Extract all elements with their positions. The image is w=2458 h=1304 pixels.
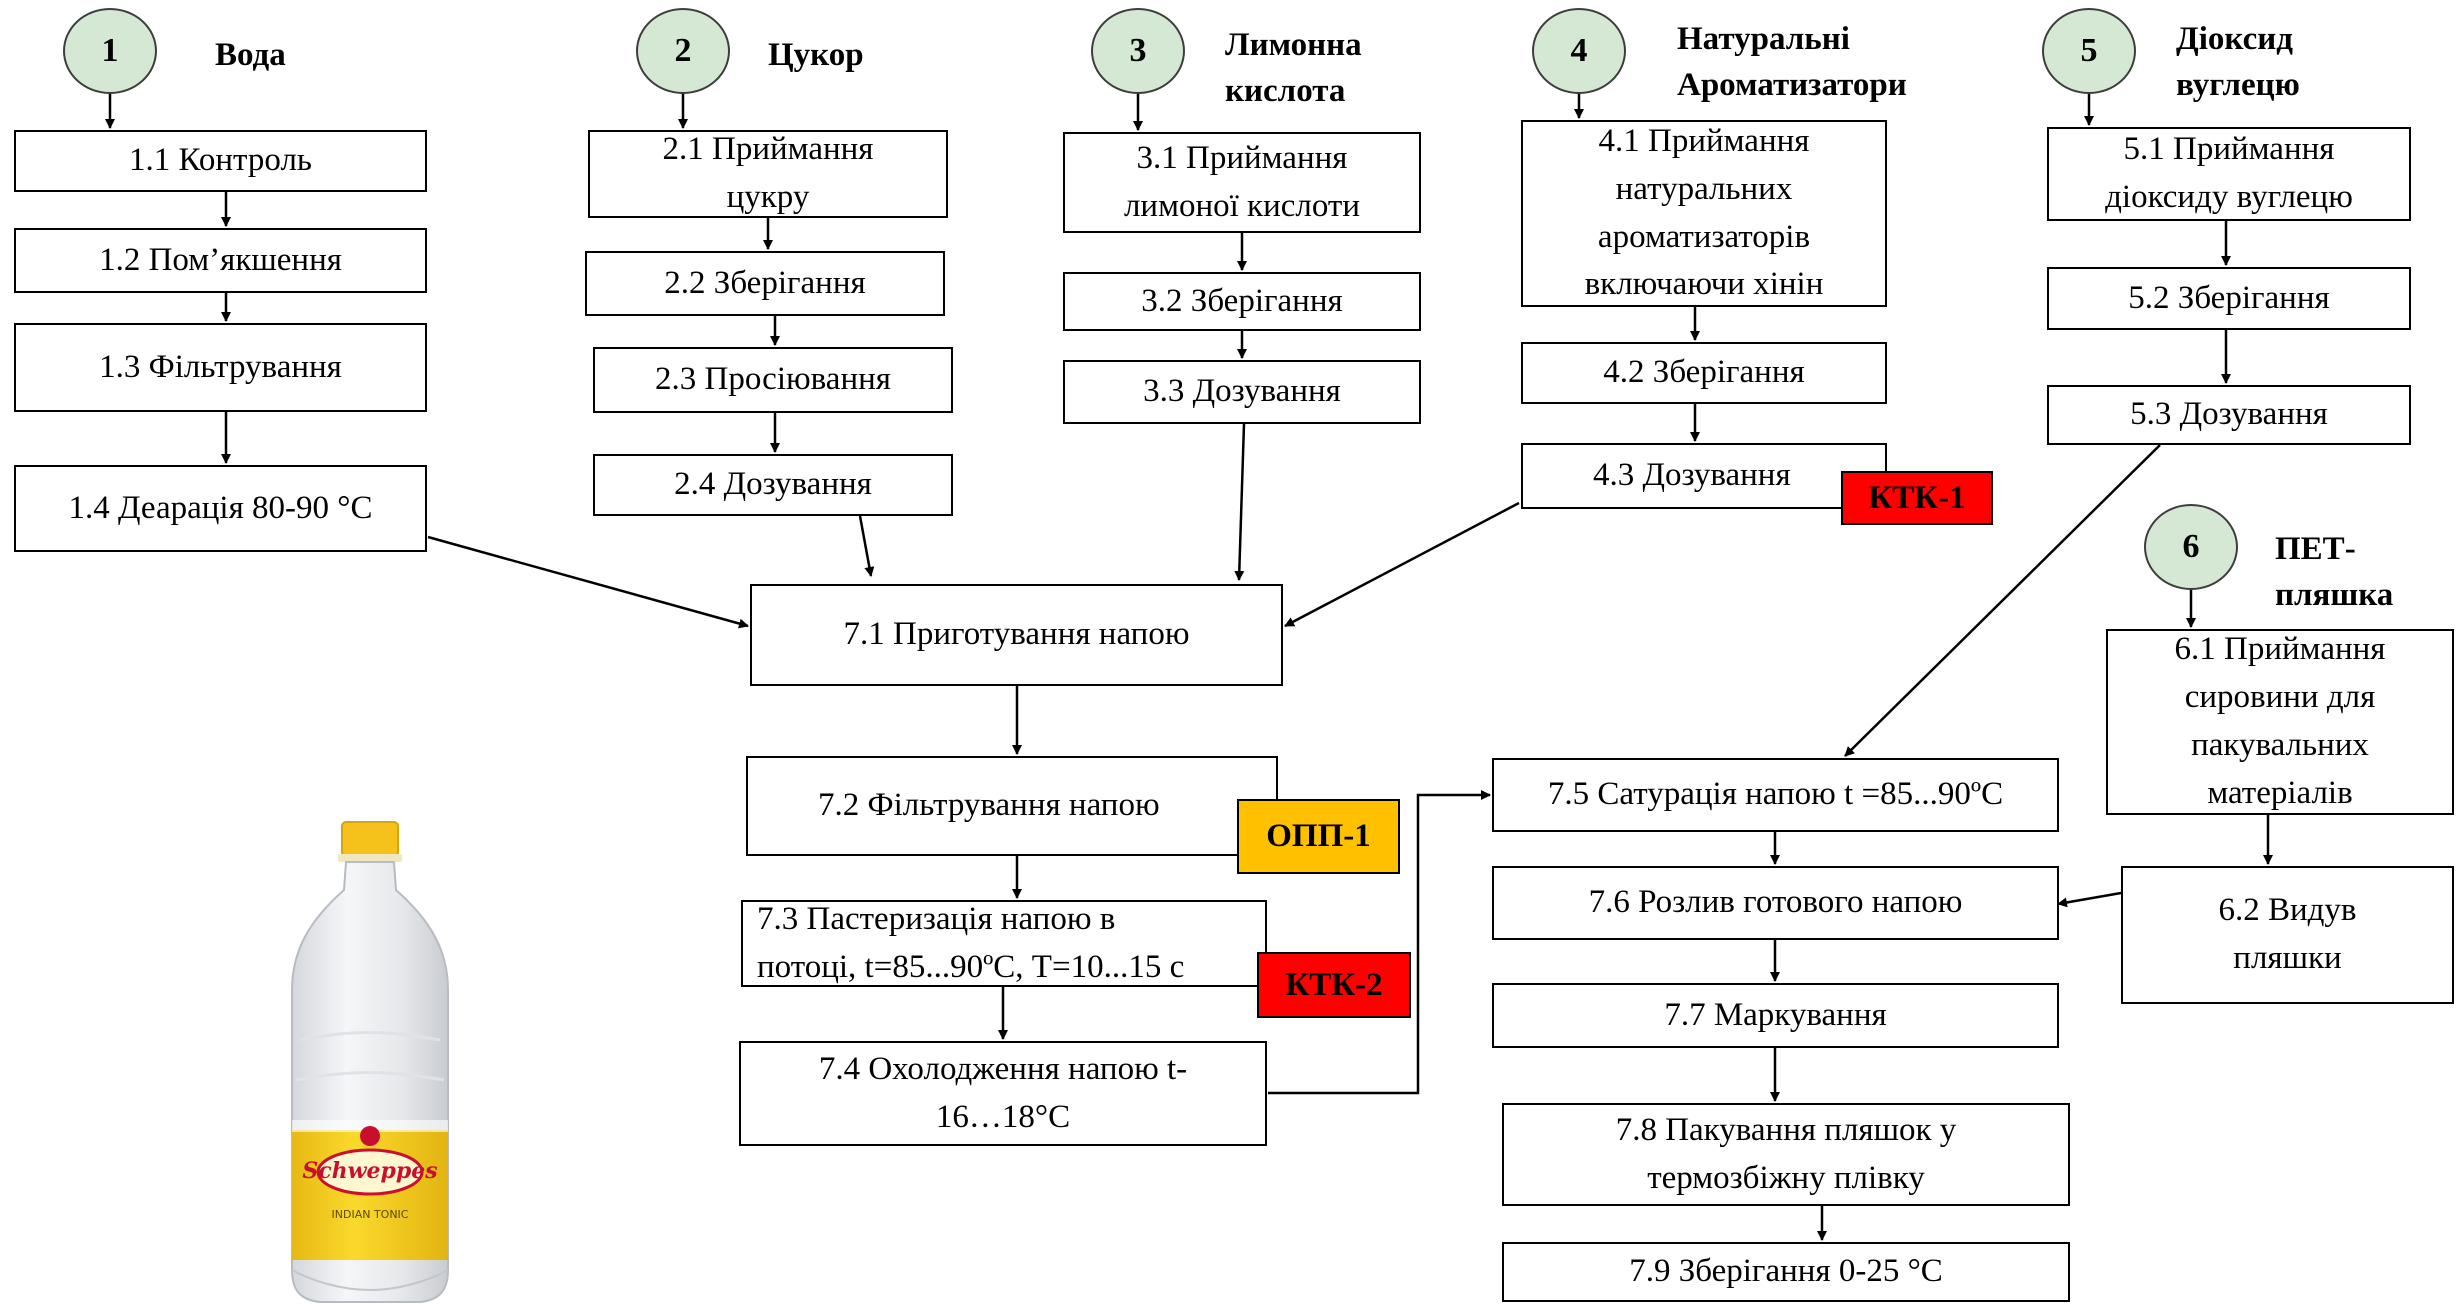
step-6-2: 6.2 Видув пляшки [2121, 866, 2454, 1004]
step-3-1: 3.1 Приймання лимоної кислоти [1063, 132, 1421, 233]
step-7-3: 7.3 Пастеризація напою в потоці, t=85...… [741, 900, 1267, 987]
step-1-3: 1.3 Фільтрування [14, 323, 427, 412]
step-2-2: 2.2 Зберігання [585, 251, 945, 316]
step-7-2: 7.2 Фільтрування напою [746, 756, 1278, 856]
opp-1-badge: ОПП-1 [1237, 799, 1400, 874]
step-5-3: 5.3 Дозування [2047, 385, 2411, 445]
step-5-2: 5.2 Зберігання [2047, 267, 2411, 330]
step-7-4: 7.4 Охолодження напою t- 16…18°С [739, 1041, 1267, 1146]
step-4-1: 4.1 Приймання натуральних ароматизаторів… [1521, 120, 1887, 307]
step-7-8: 7.8 Пакування пляшок у термозбіжну плівк… [1502, 1103, 2070, 1206]
step-6-1: 6.1 Приймання сировини для пакувальних м… [2106, 629, 2454, 815]
step-7-6: 7.6 Розлив готового напою [1492, 866, 2059, 940]
group-5-title: Діоксид вуглецю [2176, 21, 2300, 104]
bottle-variant-text: INDIAN TONIC [332, 1208, 409, 1221]
ktk-2-badge: КТК-2 [1257, 952, 1411, 1018]
group-4-number-circle: 4 [1532, 8, 1626, 94]
step-2-4: 2.4 Дозування [593, 454, 953, 516]
group-4-title: Натуральні Ароматизатори [1677, 21, 1907, 104]
bottle-brand-text: Schweppes [302, 1158, 437, 1184]
group-1-number-circle: 1 [63, 8, 157, 94]
step-1-1: 1.1 Контроль [14, 130, 427, 192]
ktk-1-badge: КТК-1 [1841, 471, 1993, 525]
step-7-5: 7.5 Сатурація напою t =85...90ºС [1492, 758, 2059, 832]
step-1-4: 1.4 Деарація 80-90 °С [14, 465, 427, 552]
group-2-number-circle: 2 [636, 8, 730, 94]
step-3-3: 3.3 Дозування [1063, 360, 1421, 424]
step-4-3: 4.3 Дозування [1521, 443, 1887, 509]
step-7-9: 7.9 Зберігання 0-25 °С [1502, 1242, 2070, 1302]
group-1-title: Вода [215, 37, 286, 73]
step-5-1: 5.1 Приймання діоксиду вуглецю [2047, 127, 2411, 221]
step-7-7: 7.7 Маркування [1492, 983, 2059, 1048]
step-7-1: 7.1 Приготування напою [750, 584, 1283, 686]
group-2-title: Цукор [768, 37, 864, 73]
group-6-title: ПЕТ- пляшка [2275, 531, 2394, 614]
group-6-number-circle: 6 [2144, 504, 2238, 590]
step-2-3: 2.3 Просіювання [593, 347, 953, 413]
step-2-1: 2.1 Приймання цукру [588, 130, 948, 218]
group-5-number-circle: 5 [2042, 8, 2136, 94]
group-3-number-circle: 3 [1091, 8, 1185, 94]
group-3-title: Лимонна кислота [1225, 27, 1362, 110]
schweppes-bottle-image: Schweppes INDIAN TONIC [291, 821, 449, 1303]
step-4-2: 4.2 Зберігання [1521, 342, 1887, 404]
step-1-2: 1.2 Пом’якшення [14, 228, 427, 293]
step-3-2: 3.2 Зберігання [1063, 272, 1421, 331]
